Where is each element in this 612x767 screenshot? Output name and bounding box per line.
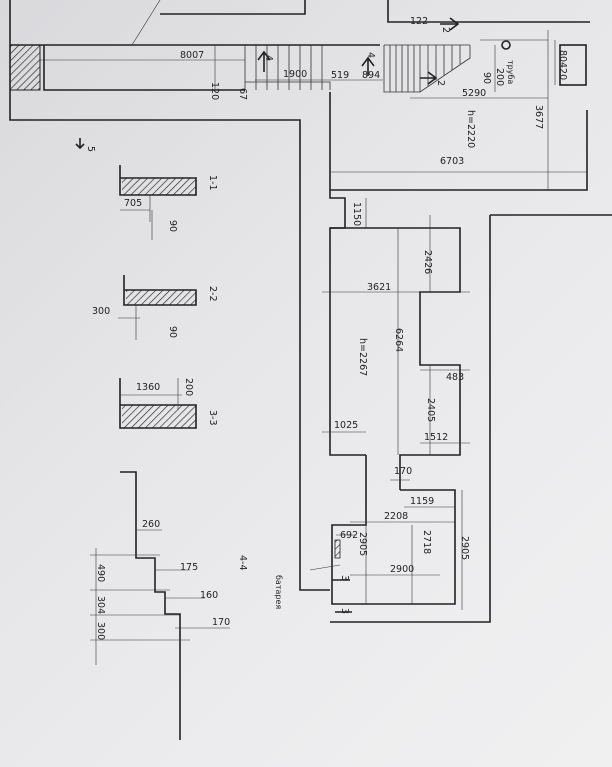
dim-2905b: 2905 — [459, 536, 470, 560]
section-4-4 — [90, 471, 230, 740]
dim-80: 80 — [557, 50, 568, 62]
dim-1512: 1512 — [424, 432, 448, 443]
label-h2220: h=2220 — [465, 110, 476, 148]
marker-4b: 4 — [365, 52, 376, 58]
section-4-4-160: 160 — [200, 590, 218, 601]
section-3-3-height: 200 — [183, 378, 194, 396]
dim-1900: 1900 — [283, 69, 307, 80]
marker-4a: 4 — [263, 55, 274, 61]
dimension-labels: 122 8007 120 1900 67 519 894 200 90 5290… — [180, 16, 568, 609]
pipe-circle — [501, 40, 511, 50]
dim-1025: 1025 — [334, 420, 358, 431]
label-h2267: h=2267 — [357, 338, 368, 376]
dim-5290: 5290 — [462, 88, 486, 99]
label-battery: батарея — [274, 575, 283, 609]
dim-90a: 90 — [481, 72, 492, 84]
marker-2a: 2 — [435, 80, 446, 86]
dim-3677: 3677 — [533, 105, 544, 129]
dim-692: 692 — [340, 530, 358, 541]
dim-170a: 170 — [394, 466, 412, 477]
dim-6264: 6264 — [393, 328, 404, 352]
section-3-3-label: 3-3 — [207, 410, 218, 426]
stair-left — [244, 45, 331, 90]
dim-67: 67 — [237, 88, 248, 100]
wall-hatch-left — [9, 44, 41, 91]
dim-2718: 2718 — [421, 530, 432, 554]
marker-3b: 3 — [339, 608, 350, 614]
section-3-3 — [119, 378, 197, 429]
marker-3a: 3 — [339, 575, 350, 581]
dim-2900: 2900 — [390, 564, 414, 575]
section-1-1 — [119, 165, 197, 240]
leader-lines — [131, 0, 341, 571]
section-1-1-height: 90 — [167, 220, 178, 232]
dim-120: 120 — [209, 82, 220, 100]
dim-2208: 2208 — [384, 511, 408, 522]
dim-2426: 2426 — [422, 250, 433, 274]
section-labels: 1-1 705 90 2-2 300 90 3-3 1360 200 4-4 2… — [92, 175, 248, 640]
section-2-2-width: 300 — [92, 306, 110, 317]
section-1-1-width: 705 — [124, 198, 142, 209]
dim-420: 420 — [557, 62, 568, 80]
dim-200: 200 — [494, 68, 505, 86]
dim-3621: 3621 — [367, 282, 391, 293]
marker-labels: 4 4 2 2 5 3 3 — [85, 27, 451, 614]
dim-519: 519 — [331, 70, 349, 81]
dim-2905a: 2905 — [357, 532, 368, 556]
dimension-lines — [40, 21, 587, 610]
section-2-2 — [118, 275, 197, 340]
section-4-4-300: 300 — [95, 622, 106, 640]
section-2-2-label: 2-2 — [207, 286, 218, 302]
middle-room-walls — [329, 190, 612, 623]
section-3-3-width: 1360 — [136, 382, 160, 393]
dim-2405: 2405 — [425, 398, 436, 422]
dim-1159: 1159 — [410, 496, 434, 507]
battery-element — [334, 539, 341, 559]
dim-894: 894 — [362, 70, 380, 81]
section-4-4-175: 175 — [180, 562, 198, 573]
stair-right — [383, 44, 471, 93]
section-4-4-490: 490 — [95, 564, 106, 582]
label-pipe: труба — [506, 60, 515, 84]
marker-5: 5 — [85, 146, 96, 152]
dim-483: 483 — [446, 372, 464, 383]
section-4-4-260: 260 — [142, 519, 160, 530]
section-4-4-label: 4-4 — [237, 555, 248, 571]
dim-6703: 6703 — [440, 156, 464, 167]
dim-122: 122 — [410, 16, 428, 27]
pipe-shaft — [559, 44, 587, 86]
dim-1150: 1150 — [351, 202, 362, 226]
marker-2b: 2 — [440, 27, 451, 33]
section-2-2-height: 90 — [167, 326, 178, 338]
section-4-4-304: 304 — [95, 596, 106, 614]
section-1-1-label: 1-1 — [207, 175, 218, 191]
dim-8007: 8007 — [180, 50, 204, 61]
section-4-4-170: 170 — [212, 617, 230, 628]
section-markers — [75, 17, 460, 613]
